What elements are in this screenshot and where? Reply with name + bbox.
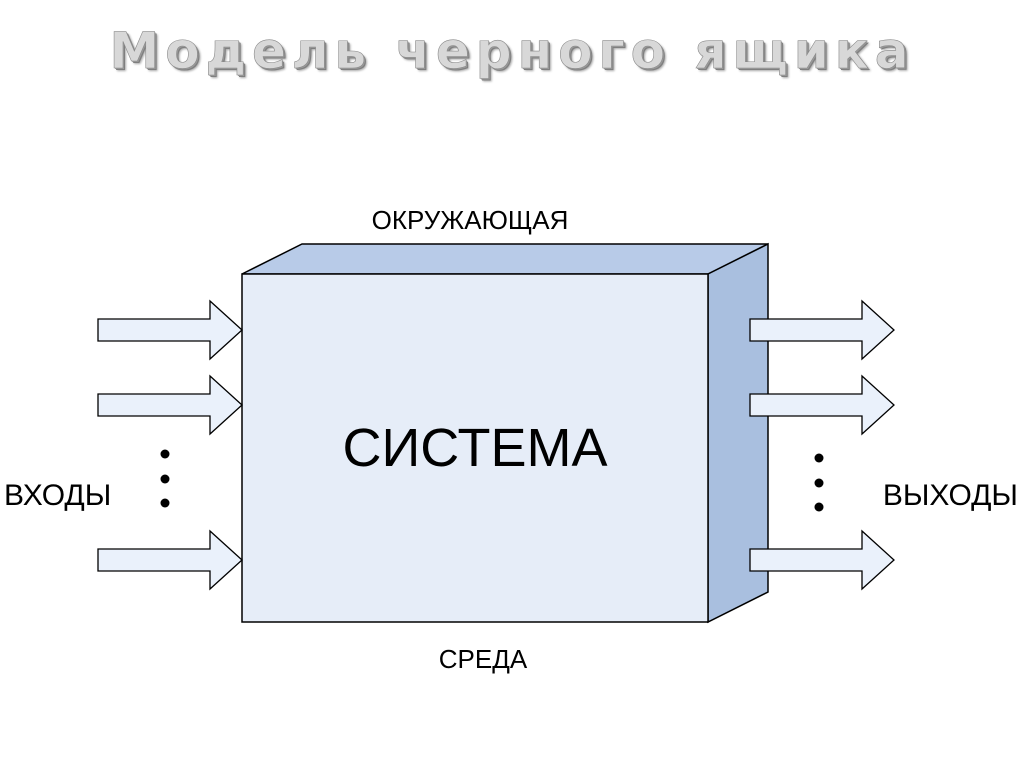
environment-bottom-label: СРЕДА [439, 644, 528, 674]
system-label: СИСТЕМА [342, 418, 607, 478]
output-ellipsis-dots [814, 453, 824, 512]
output-arrows [749, 299, 895, 591]
input-ellipsis-dots [160, 449, 170, 508]
output-arrow [749, 529, 895, 591]
box-top-face [241, 243, 769, 275]
outputs-label: ВЫХОДЫ [883, 479, 1018, 512]
input-arrow [97, 529, 243, 591]
inputs-label: ВХОДЫ [4, 479, 111, 512]
system-box [241, 242, 769, 624]
slide-title: Модель черного ящика [109, 22, 915, 81]
input-arrow [97, 299, 243, 361]
input-arrows [97, 299, 243, 591]
output-arrow [749, 374, 895, 436]
output-arrow [749, 299, 895, 361]
input-arrow [97, 374, 243, 436]
environment-top-label: ОКРУЖАЮЩАЯ [372, 205, 569, 235]
box-front-face [241, 273, 709, 623]
